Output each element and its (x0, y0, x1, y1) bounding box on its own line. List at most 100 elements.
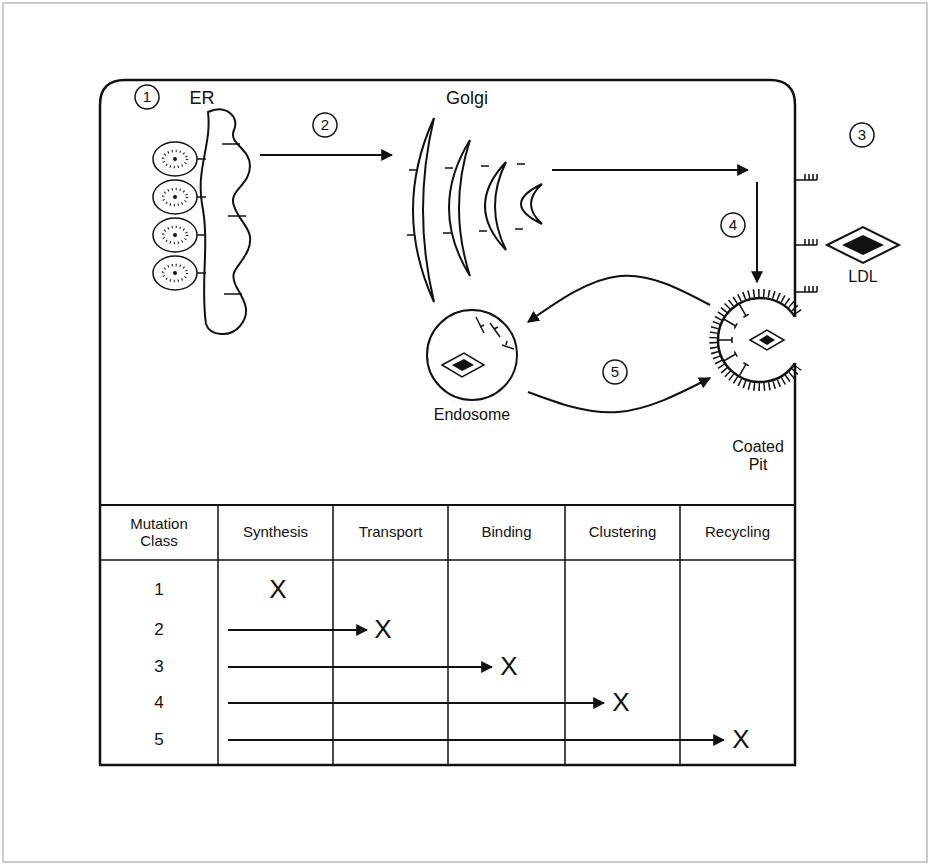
node-outline (130, 84, 260, 340)
callout-circle (135, 85, 159, 109)
table-header: Binding (452, 523, 562, 540)
internalization-arrow (756, 182, 758, 282)
progress-arrow (228, 629, 367, 631)
ldl-receptor (734, 323, 737, 328)
ldl-diamond: LDL (822, 222, 904, 294)
row-number: 2 (144, 620, 174, 640)
transport-arrow (260, 154, 392, 156)
table-header: Recycling (683, 523, 793, 540)
ribosome-stipple (163, 151, 187, 167)
table-rule (332, 505, 334, 765)
golgi-receptor (443, 168, 453, 233)
ldl-core (759, 335, 775, 345)
secretion-arrow (552, 169, 748, 171)
node-label: ER (177, 88, 227, 109)
table-header: Clustering (568, 523, 678, 540)
progress-arrow (228, 739, 724, 741)
ribosome-stipple (163, 265, 187, 281)
clathrin-coat (713, 293, 798, 387)
golgi-receptor (479, 166, 489, 231)
transport-arrow (528, 276, 710, 322)
image-border (3, 3, 927, 862)
ldl-receptor (743, 363, 748, 366)
row-number: 5 (144, 730, 174, 750)
ldl-receptor (795, 174, 817, 180)
block-mark: X (726, 725, 756, 755)
pit-membrane (718, 298, 795, 382)
transport-arrow (528, 378, 710, 412)
ldl-receptor (724, 354, 736, 361)
ldl-core (452, 359, 474, 371)
block-mark: X (368, 615, 398, 645)
ribosome-stipple (163, 227, 187, 243)
ldl-receptor (795, 286, 817, 292)
ldl-receptor (718, 339, 732, 341)
golgi-cisterna (521, 184, 542, 224)
endosome-circle: Endosome (420, 305, 528, 435)
ldl-receptor (739, 364, 746, 376)
ribosome (153, 256, 197, 290)
table-rule (564, 505, 566, 765)
er-organelle: ER (130, 84, 260, 340)
node-outline (392, 84, 552, 308)
node-label: Golgi (432, 88, 502, 109)
callout-number: 1 (135, 88, 159, 105)
golgi-cisterna (449, 140, 470, 276)
block-mark: X (263, 575, 293, 605)
er-membrane (201, 109, 251, 334)
ldl-receptor (734, 351, 737, 356)
ribosome-stipple (173, 271, 177, 275)
ldl-receptor (739, 304, 746, 316)
progress-arrow (228, 666, 492, 668)
table-header: Mutation Class (114, 515, 204, 550)
ldl-particle (750, 330, 784, 350)
block-mark: X (494, 652, 524, 682)
callout-circle (850, 123, 874, 147)
ldl-receptor (743, 314, 748, 317)
ldl-receptor (795, 239, 817, 245)
row-number: 3 (144, 657, 174, 677)
callout-number: 3 (850, 126, 874, 143)
row-number: 4 (144, 693, 174, 713)
table-rule (679, 505, 681, 765)
table-header: Synthesis (221, 523, 331, 540)
ribosome (153, 142, 197, 176)
golgi-receptor (407, 170, 417, 235)
golgi-cisterna (485, 162, 506, 250)
cell-membrane (100, 80, 795, 765)
ldl-receptor (731, 337, 733, 343)
coated-pit: Coated Pit (710, 290, 806, 492)
table-rule (217, 505, 219, 765)
callout-number: 4 (721, 216, 745, 233)
callout-circle (603, 360, 627, 384)
ldl-particle (442, 353, 484, 377)
table-rule (447, 505, 449, 765)
callout-circle (721, 213, 745, 237)
callout-number: 2 (313, 116, 337, 133)
ldl-core (842, 235, 884, 255)
ribosome-stipple (173, 157, 177, 161)
ldl-receptor (724, 319, 736, 326)
golgi-receptor (515, 164, 525, 229)
node-label: Coated Pit (722, 438, 794, 475)
node-label: Endosome (422, 406, 522, 424)
ribosome-stipple (173, 195, 177, 199)
golgi-cisterna (413, 118, 434, 302)
nascent-receptor (222, 144, 246, 294)
ldl-receptor (476, 317, 514, 349)
endosome-membrane (427, 310, 517, 400)
ribosome-stipple (173, 233, 177, 237)
ribosome (153, 218, 197, 252)
row-number: 1 (144, 580, 174, 600)
callout-number: 5 (603, 363, 627, 380)
block-mark: X (606, 688, 636, 718)
golgi-organelle: Golgi (392, 84, 552, 308)
table-header: Transport (336, 523, 446, 540)
ribosome-stipple (163, 189, 187, 205)
callout-circle (313, 113, 337, 137)
